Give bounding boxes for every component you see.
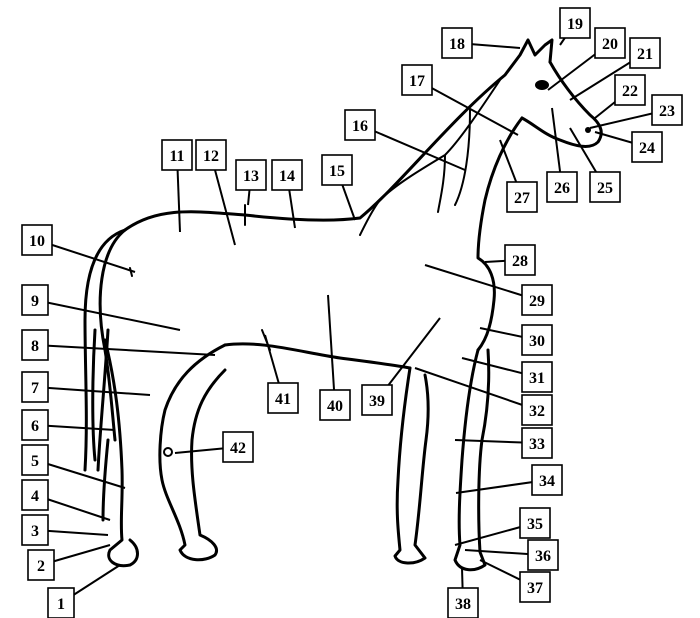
label-text-20: 20 [602, 36, 618, 53]
label-text-40: 40 [327, 398, 343, 415]
label-11: 11 [162, 140, 192, 170]
label-text-25: 25 [597, 180, 613, 197]
label-text-11: 11 [169, 148, 184, 165]
label-39: 39 [362, 385, 392, 415]
label-31: 31 [522, 362, 552, 392]
label-text-7: 7 [31, 380, 39, 397]
label-text-21: 21 [637, 46, 653, 63]
label-37: 37 [520, 572, 550, 602]
leader-line-32 [415, 368, 537, 410]
label-text-16: 16 [352, 118, 368, 135]
label-4: 4 [22, 480, 48, 510]
label-text-8: 8 [31, 338, 39, 355]
label-text-24: 24 [639, 140, 655, 157]
label-34: 34 [532, 465, 562, 495]
label-text-17: 17 [409, 73, 425, 90]
label-text-3: 3 [31, 523, 39, 540]
label-13: 13 [236, 160, 266, 190]
label-text-1: 1 [57, 596, 65, 613]
label-text-38: 38 [455, 596, 471, 613]
label-text-37: 37 [527, 580, 543, 597]
label-30: 30 [522, 325, 552, 355]
label-28: 28 [505, 245, 535, 275]
label-text-35: 35 [527, 516, 543, 533]
label-18: 18 [442, 28, 472, 58]
label-9: 9 [22, 285, 48, 315]
label-text-14: 14 [279, 168, 295, 185]
label-36: 36 [528, 540, 558, 570]
label-32: 32 [522, 395, 552, 425]
label-text-2: 2 [37, 558, 45, 575]
label-27: 27 [507, 182, 537, 212]
label-7: 7 [22, 372, 48, 402]
chestnut-mark [164, 448, 172, 456]
label-22: 22 [615, 75, 645, 105]
label-16: 16 [345, 110, 375, 140]
label-26: 26 [547, 172, 577, 202]
label-text-4: 4 [31, 488, 39, 505]
label-29: 29 [522, 285, 552, 315]
label-35: 35 [520, 508, 550, 538]
label-text-31: 31 [529, 370, 545, 387]
label-23: 23 [652, 95, 682, 125]
label-text-18: 18 [449, 36, 465, 53]
leader-line-8 [35, 345, 215, 355]
label-25: 25 [590, 172, 620, 202]
label-12: 12 [196, 140, 226, 170]
label-text-23: 23 [659, 103, 675, 120]
label-text-39: 39 [369, 393, 385, 410]
leader-line-40 [328, 295, 335, 405]
label-17: 17 [402, 65, 432, 95]
label-40: 40 [320, 390, 350, 420]
label-text-36: 36 [535, 548, 551, 565]
label-text-5: 5 [31, 453, 39, 470]
label-24: 24 [632, 132, 662, 162]
label-text-9: 9 [31, 293, 39, 310]
label-text-30: 30 [529, 333, 545, 350]
label-38: 38 [448, 588, 478, 618]
label-10: 10 [22, 225, 52, 255]
label-text-12: 12 [203, 148, 219, 165]
label-text-32: 32 [529, 403, 545, 420]
label-19: 19 [560, 8, 590, 38]
label-text-10: 10 [29, 233, 45, 250]
label-text-42: 42 [230, 440, 246, 457]
label-text-19: 19 [567, 16, 583, 33]
label-20: 20 [595, 28, 625, 58]
label-text-33: 33 [529, 436, 545, 453]
label-1: 1 [48, 588, 74, 618]
label-text-13: 13 [243, 168, 259, 185]
label-text-34: 34 [539, 473, 555, 490]
label-text-27: 27 [514, 190, 530, 207]
label-text-41: 41 [275, 391, 291, 408]
leader-line-9 [35, 300, 180, 330]
label-21: 21 [630, 38, 660, 68]
label-6: 6 [22, 410, 48, 440]
label-text-28: 28 [512, 253, 528, 270]
label-text-15: 15 [329, 163, 345, 180]
label-42: 42 [223, 432, 253, 462]
eye-mark [535, 80, 549, 90]
label-text-22: 22 [622, 83, 638, 100]
label-3: 3 [22, 515, 48, 545]
label-14: 14 [272, 160, 302, 190]
label-8: 8 [22, 330, 48, 360]
label-5: 5 [22, 445, 48, 475]
label-text-26: 26 [554, 180, 570, 197]
label-2: 2 [28, 550, 54, 580]
label-41: 41 [268, 383, 298, 413]
label-33: 33 [522, 428, 552, 458]
label-text-6: 6 [31, 418, 39, 435]
label-text-29: 29 [529, 293, 545, 310]
label-15: 15 [322, 155, 352, 185]
